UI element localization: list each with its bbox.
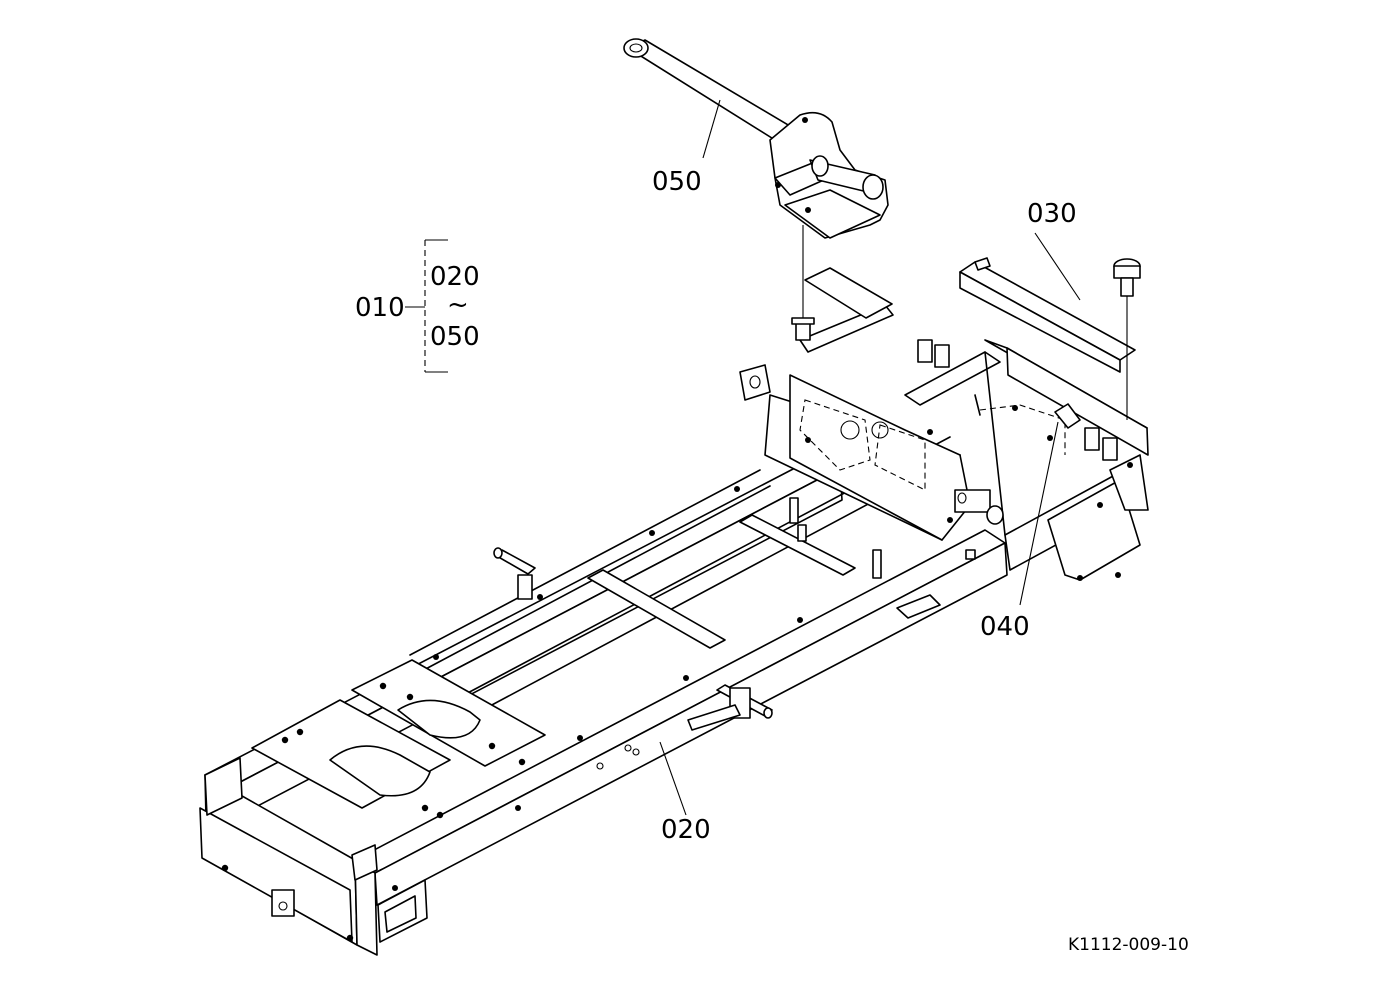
cover-plate [959,257,1136,373]
group-label-010: 010 [355,293,405,323]
label-050: 050 [652,167,702,197]
pin-left [493,547,536,600]
center-bracket [739,267,1004,560]
drawing-code: K1112-009-10 [1068,935,1189,955]
leader-lines [405,99,1081,816]
bolt-left [791,225,815,341]
lever-assembly [623,38,889,239]
main-frame [199,436,1008,956]
group-label-from: 020 [430,262,480,292]
group-label-tilde: ~ [447,290,469,320]
pin-center [789,497,882,579]
label-030: 030 [1027,199,1077,229]
label-040: 040 [980,612,1030,642]
front-section [904,339,1149,581]
pin-right [687,684,773,731]
label-020: 020 [661,815,711,845]
bolt-right [1054,258,1141,429]
group-label-to: 050 [430,322,480,352]
